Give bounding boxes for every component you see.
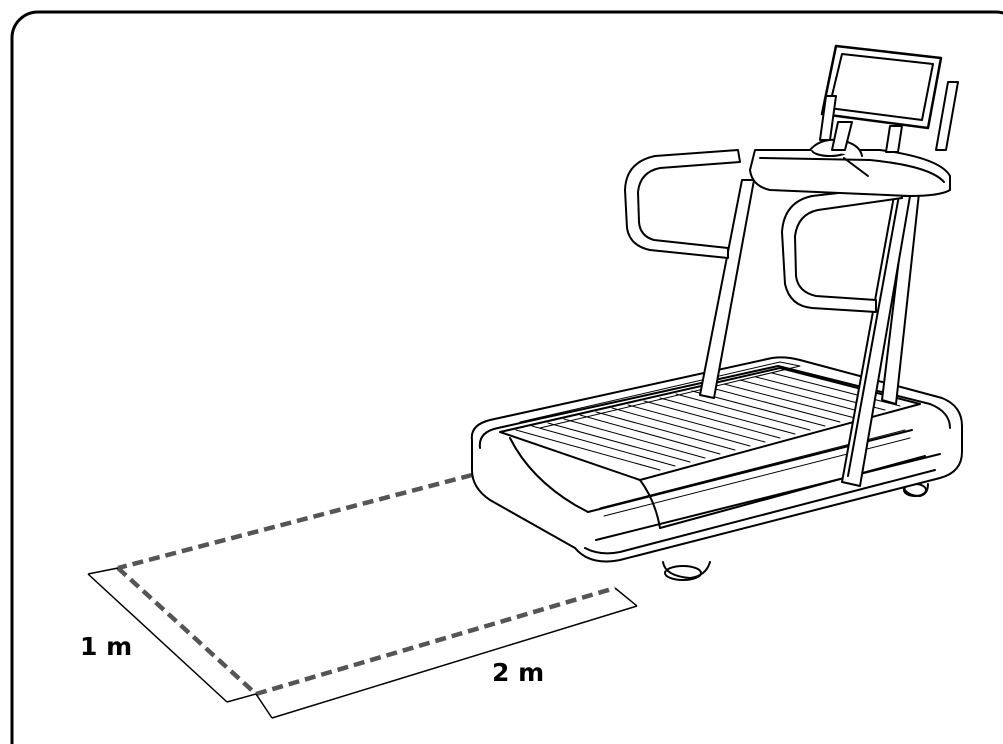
treadmill-wheels — [662, 483, 929, 581]
treadmill-belt-slats — [515, 372, 901, 471]
clearance-zone — [116, 472, 616, 697]
treadmill-handrail-left — [624, 149, 741, 259]
length-dimension-lines — [255, 587, 638, 719]
treadmill-console-bar — [749, 138, 951, 197]
treadmill-rear-posts — [819, 81, 959, 151]
treadmill-handrail-right — [781, 185, 903, 313]
treadmill-display-screen — [820, 44, 943, 130]
treadmill-base — [470, 356, 963, 563]
clearance-zone-bottom-edge — [255, 585, 616, 697]
width-dimension-label: 1 m — [80, 632, 132, 661]
frame-border — [10, 10, 1003, 744]
clearance-zone-front-edge — [116, 566, 258, 696]
clearance-zone-back-edge — [117, 472, 473, 571]
length-dimension-label: 2 m — [492, 658, 544, 687]
treadmill-screen-mount — [831, 121, 903, 153]
width-dimension-lines — [87, 567, 257, 703]
treadmill-icon — [470, 44, 963, 581]
